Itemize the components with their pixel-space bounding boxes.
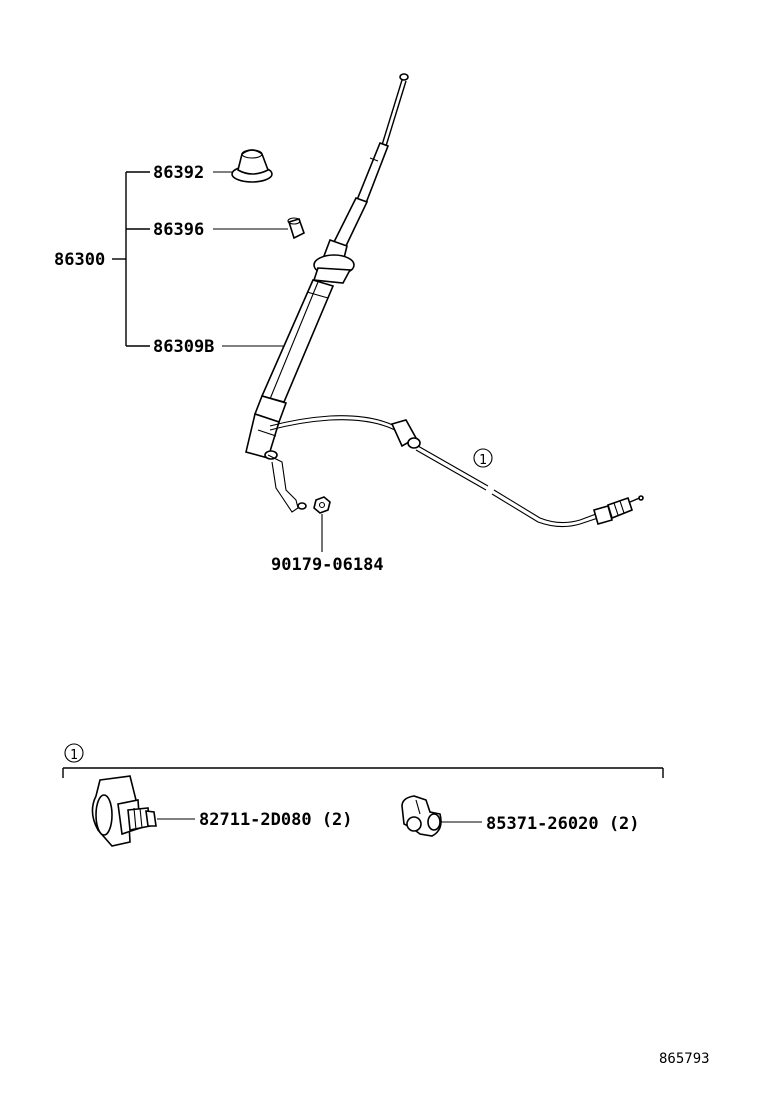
nut-part [313, 496, 331, 552]
callout-marker-cable: 1 [473, 448, 493, 468]
clip-part [91, 775, 195, 847]
svg-text:1: 1 [70, 748, 78, 763]
detail-bracket [62, 767, 664, 778]
label-82711-2d080: 82711-2D080 (2) [199, 810, 353, 830]
bushing-part [287, 217, 305, 240]
antenna-cable [269, 415, 644, 528]
callout-marker-detail: 1 [64, 743, 84, 763]
svg-text:1: 1 [479, 453, 487, 468]
assembly-bracket [112, 171, 150, 347]
label-86300: 86300 [54, 250, 105, 270]
clamp-part [401, 795, 482, 837]
label-90179-06184: 90179-06184 [271, 555, 384, 575]
diagram-reference-code: 865793 [659, 1051, 710, 1067]
antenna-mast [245, 73, 409, 513]
label-86309b: 86309B [153, 337, 214, 357]
label-86396: 86396 [153, 220, 204, 240]
cap-part [231, 149, 273, 183]
label-86392: 86392 [153, 163, 204, 183]
label-85371-26020: 85371-26020 (2) [486, 814, 640, 834]
